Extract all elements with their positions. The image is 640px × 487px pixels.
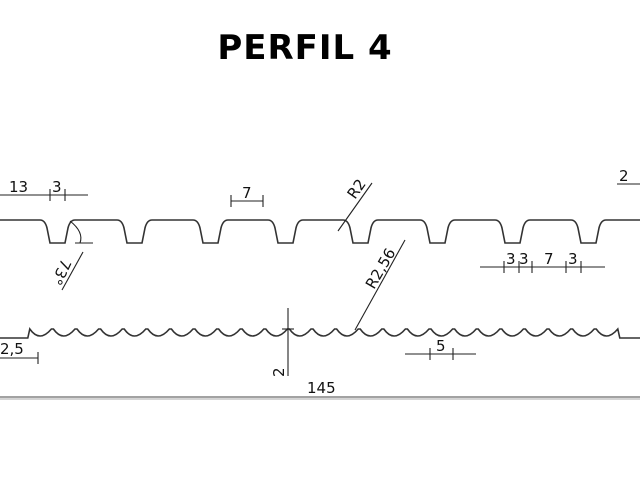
trapezoidal-profile: [0, 219, 640, 244]
dim-label-3a: 3: [506, 250, 516, 268]
dim-label-7b: 7: [544, 250, 554, 268]
dim-label-r2: R2: [344, 176, 370, 203]
dim-label-7: 7: [242, 184, 252, 202]
angle-arc: [69, 220, 82, 244]
drawing-title: PERFIL 4: [217, 28, 393, 68]
leader-r2: [337, 182, 373, 232]
angle-leader: [61, 251, 84, 291]
dim-label-3: 3: [52, 178, 62, 196]
scalloped-profile: [0, 327, 640, 339]
dim-label-2-5: 2,5: [0, 340, 24, 358]
dim-label-right-2: 2: [619, 167, 629, 185]
dim-label-3b: 3: [519, 250, 529, 268]
dim-label-13: 13: [9, 178, 28, 196]
leader-r256: [354, 239, 406, 331]
dim-label-angle: 73°: [47, 256, 75, 288]
dim-label-145: 145: [307, 379, 336, 397]
dim-label-5: 5: [436, 337, 446, 355]
dim-label-scallop-height: 2: [270, 367, 288, 377]
dim-label-r256: R2,56: [362, 245, 400, 292]
dim-label-3c: 3: [568, 250, 578, 268]
dimension-lines: [0, 182, 640, 400]
